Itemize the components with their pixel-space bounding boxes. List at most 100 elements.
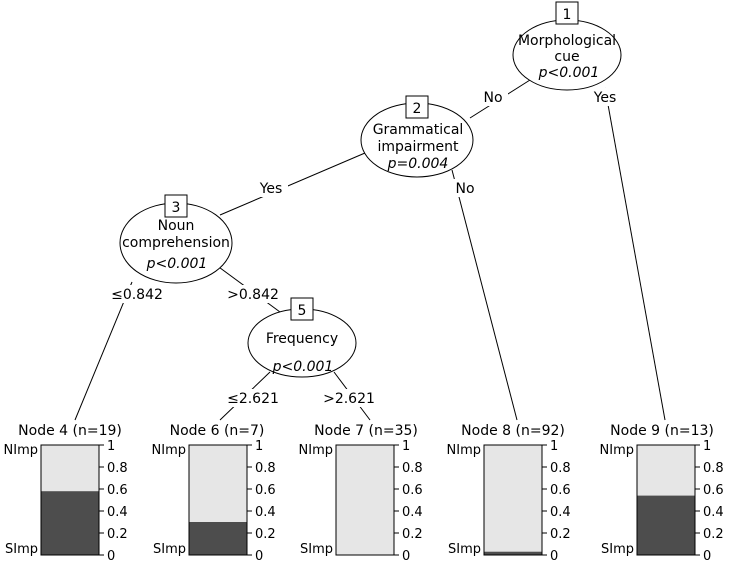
axis-tick-label: 1 [703,439,711,454]
axis-tick-label: 1 [550,439,558,454]
class-label-simp: SImp [5,542,38,557]
node-variable-line-1: Noun [158,218,195,234]
axis-tick-label: 0.6 [550,483,571,498]
axis-tick-label: 0 [402,549,410,562]
axis-tick-label: 0 [550,549,558,562]
node-p-value: p<0.001 [272,359,334,375]
bar-nimp-segment [189,445,247,522]
node-id: 2 [413,101,422,117]
axis-tick-label: 0.2 [255,527,276,542]
edge-1-to-9 [604,87,666,421]
node-variable-line-1: Frequency [266,331,338,347]
bar-frame [636,444,696,556]
inner-node-5: 5 Frequency p<0.001 [247,297,357,378]
edge-label-n5-le: ≤2.621 [227,391,279,407]
edge-label-n5-gt: >2.621 [323,391,375,407]
bar-simp-segment [41,491,99,555]
axis-tick-label: 0.4 [550,505,571,520]
axis-tick-label: 0.2 [402,527,423,542]
axis-tick-label: 0.6 [255,483,276,498]
axis-tick-label: 0.8 [550,461,571,476]
edge-2-to-8 [451,169,518,421]
edge-label-n2-yes: Yes [259,181,283,197]
node-variable-line-2: impairment [377,139,459,155]
class-label-simp: SImp [153,542,186,557]
node-p-value: p<0.001 [538,65,600,81]
node-variable-line-1: Grammatical [373,122,464,138]
edge-2-to-3 [219,149,373,216]
node-id-box [164,194,188,218]
bar-nimp-segment [637,445,695,496]
node-variable-line-2: cue [554,49,579,65]
edge-labels: No Yes Yes No ≤0.842 >0.842 ≤2.621 >2.62… [108,88,621,407]
axis-tick-label: 1 [255,439,263,454]
node-p-value: p<0.001 [146,256,208,272]
axis-tick-label: 0 [255,549,263,562]
axis-tick-label: 0.6 [703,483,724,498]
axis-tick-label: 0.4 [703,505,724,520]
bar-frame [335,444,395,556]
axis-tick-label: 0.8 [402,461,423,476]
bar-frame [483,444,543,556]
bar-simp-segment [484,551,542,555]
edge-label-n3-le: ≤0.842 [111,287,163,303]
axis-tick-label: 0.8 [703,461,724,476]
inner-node-2: 2 Grammatical impairment p=0.004 [360,95,474,178]
class-label-simp: SImp [448,542,481,557]
class-label-nimp: NImp [4,443,38,458]
axis-tick-label: 0.6 [402,483,423,498]
terminal-title: Node 8 (n=92) [461,423,565,439]
axis-tick-label: 1 [402,439,410,454]
axis-tick-label: 0.4 [107,505,128,520]
node-id-box [405,95,429,119]
axis-tick-label: 0.2 [703,527,724,542]
edge-label-n3-gt: >0.842 [227,287,279,303]
node-id: 3 [172,200,181,216]
bar-frame [188,444,248,556]
node-id: 5 [298,303,307,319]
class-label-simp: SImp [300,542,333,557]
node-id: 1 [563,7,572,23]
node-p-value: p=0.004 [387,156,449,172]
node-id-box [555,1,579,25]
terminal-title: Node 9 (n=13) [610,423,714,439]
class-label-nimp: NImp [152,443,186,458]
inner-node-1: 1 Morphological cue p<0.001 [512,1,622,91]
node-variable-line-1: Morphological [518,33,616,49]
edge-label-n2-no: No [455,181,474,197]
bar-nimp-segment [336,445,394,555]
node-id-box [290,297,314,321]
axis-tick-label: 0 [107,549,115,562]
bar-nimp-segment [484,445,542,552]
bar-simp-segment [189,522,247,555]
inner-node-3: 3 Noun comprehension p<0.001 [119,194,233,284]
axis-tick-label: 0.6 [107,483,128,498]
bar-nimp-segment [41,445,99,492]
axis-tick-label: 0 [703,549,711,562]
axis-tick-label: 0.8 [255,461,276,476]
axis-tick-label: 0.2 [107,527,128,542]
terminal-title: Node 7 (n=35) [314,423,418,439]
class-label-nimp: NImp [299,443,333,458]
axis-tick-label: 0.8 [107,461,128,476]
edge-label-n1-no: No [483,90,502,106]
edge-3-to-4 [74,281,133,421]
terminal-title: Node 6 (n=7) [170,423,265,439]
edge-label-n1-yes: Yes [593,90,617,106]
axis-tick-label: 0.2 [550,527,571,542]
class-label-nimp: NImp [600,443,634,458]
bar-simp-segment [637,495,695,555]
class-label-nimp: NImp [447,443,481,458]
axis-tick-label: 0.4 [402,505,423,520]
terminal-title: Node 4 (n=19) [18,423,122,439]
class-label-simp: SImp [601,542,634,557]
axis-tick-label: 1 [107,439,115,454]
axis-tick-label: 0.4 [255,505,276,520]
node-variable-line-2: comprehension [122,235,230,251]
bar-frame [40,444,100,556]
